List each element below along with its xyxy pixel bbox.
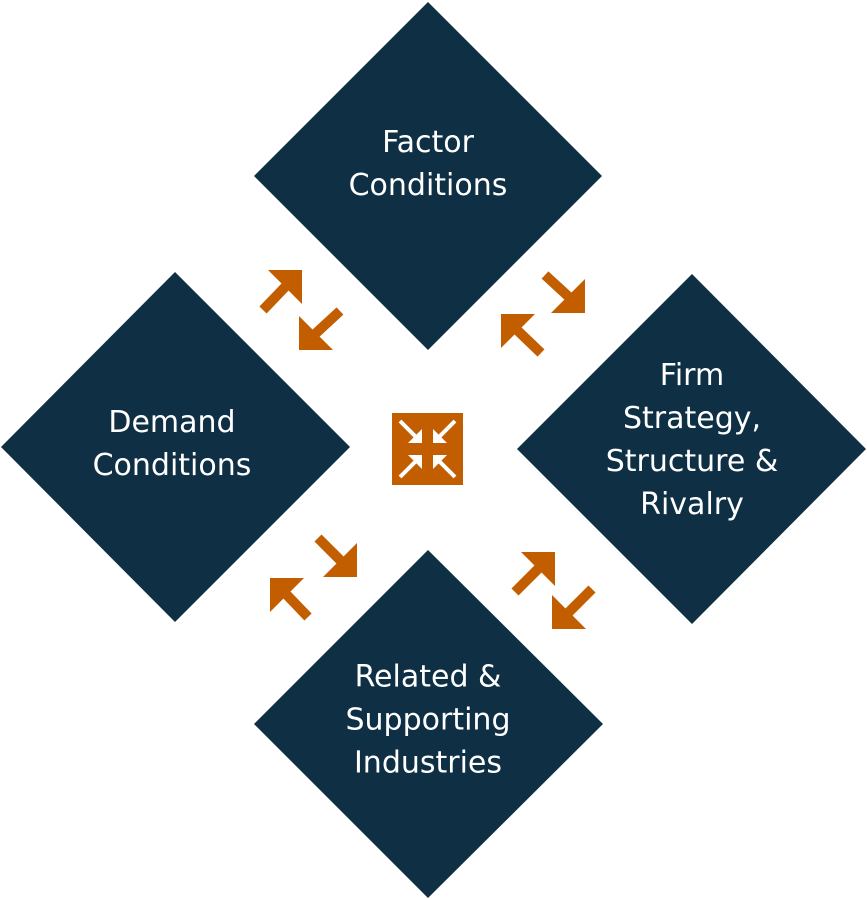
diamond-firm-strategy xyxy=(517,274,866,624)
center-collapse-icon xyxy=(392,413,463,485)
label-firm-strategy: Firm Strategy, Structure & Rivalry xyxy=(605,358,779,522)
connector-arrow-icon xyxy=(299,307,344,350)
label-demand-conditions: Demand Conditions xyxy=(92,405,252,483)
diamond-factor-conditions xyxy=(254,2,602,350)
label-related-industries: Related & Supporting Industries xyxy=(345,659,511,781)
connector-arrow-icon xyxy=(541,271,585,313)
connector-arrow-icon xyxy=(552,585,596,629)
connector-arrow-icon xyxy=(501,314,545,357)
diamond-related-industries xyxy=(254,550,603,898)
diamond-demand-conditions xyxy=(1,272,350,622)
connector-arrow-icon xyxy=(314,534,357,577)
label-factor-conditions: Factor Conditions xyxy=(348,125,508,203)
connector-arrow-icon xyxy=(259,270,302,314)
inward-arrow-icon xyxy=(433,455,457,479)
connector-arrow-icon xyxy=(270,578,312,621)
inward-arrow-icon xyxy=(398,455,422,479)
inward-arrow-icon xyxy=(433,419,457,443)
connector-arrow-icon xyxy=(511,552,555,596)
inward-arrow-icon xyxy=(398,419,422,443)
